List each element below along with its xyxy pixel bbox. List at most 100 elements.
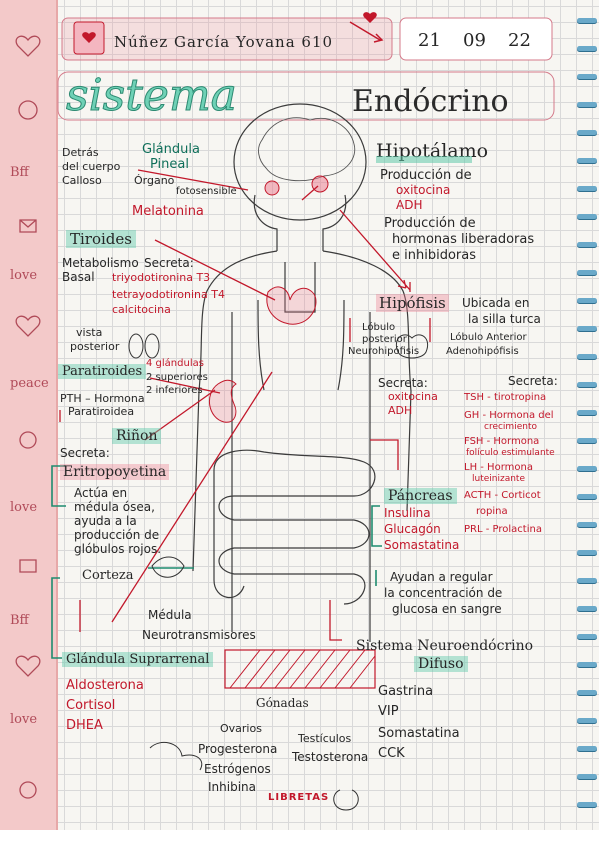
- testiculos-title: Testículos: [298, 732, 352, 745]
- ant-item-2-sub: crecimiento: [484, 422, 537, 432]
- tiroides-title: Tiroides: [66, 230, 136, 248]
- tiroides-item-3: calcitocina: [112, 303, 171, 316]
- vista-label-1: vista: [76, 326, 103, 339]
- suprarrenal-item-1: Aldosterona: [66, 678, 144, 693]
- hipotalamo-item-2-line-2: hormonas liberadoras: [392, 232, 535, 247]
- ant-item-2: GH - Hormona del: [464, 410, 554, 421]
- title-endocrino: Endócrino: [352, 84, 509, 119]
- tiroides-item-2: tetrayodotironina T4: [112, 288, 225, 301]
- pineal-name-2: Pineal: [150, 157, 189, 172]
- page-bottom-strip: [0, 830, 599, 848]
- ovarios-item-2: Estrógenos: [204, 762, 271, 776]
- suprarrenal-title: Glándula Suprarrenal: [62, 652, 214, 667]
- ant-item-3: FSH - Hormona: [464, 436, 540, 447]
- rinon-title: Riñon: [112, 428, 162, 444]
- spiral-binding: [573, 0, 599, 830]
- pineal-organ-1: Órgano: [134, 174, 175, 187]
- hipofisis-title: Hipófisis: [376, 294, 449, 312]
- notebook-page: Bff love peace love Bff love: [0, 0, 599, 830]
- margin-doodle: Bff: [10, 613, 29, 628]
- pineal-location-1: Detrás: [62, 146, 99, 159]
- pancreas-function-1: Ayudan a regular: [390, 570, 493, 584]
- pineal-hormone: Melatonina: [132, 204, 204, 219]
- rinon-hormone: Eritropoyetina: [60, 464, 170, 480]
- rinon-desc-1: Actúa en: [74, 486, 128, 500]
- medula-product: Neurotransmisores: [142, 628, 256, 642]
- hipotalamo-highlight: [376, 156, 472, 163]
- pancreas-item-1: Insulina: [384, 506, 431, 520]
- hipofisis-location-1: Ubicada en: [462, 296, 530, 310]
- rinon-secreta: Secreta:: [60, 446, 110, 460]
- post-item-1: oxitocina: [388, 390, 438, 403]
- medula-label: Médula: [148, 608, 192, 622]
- post-secreta: Secreta:: [378, 376, 428, 390]
- hipofisis-location-2: la silla turca: [468, 312, 541, 326]
- suprarrenal-item-2: Cortisol: [66, 698, 116, 713]
- ovarios-title: Ovarios: [220, 722, 262, 735]
- difuso-item-4: CCK: [378, 746, 405, 761]
- anatomy-drawing: [51, 12, 555, 811]
- margin-doodle: love: [10, 500, 38, 515]
- tiroides-metabolism: Metabolismo: [62, 256, 139, 270]
- hipotalamo-item-2-line-3: e inhibidoras: [392, 248, 476, 263]
- pancreas-item-3: Somastatina: [384, 538, 460, 552]
- corteza-label: Corteza: [82, 568, 134, 583]
- margin-doodle: love: [10, 268, 38, 283]
- difuso-item-1: Gastrina: [378, 684, 434, 699]
- ovarios-item-3: Inhibina: [208, 780, 256, 794]
- rinon-desc-2: médula ósea,: [74, 500, 155, 514]
- paratiroides-gland-3: 2 inferiores: [146, 385, 203, 396]
- margin-doodle: Bff: [10, 165, 29, 180]
- posterior-lobe-3: Neurohipófisis: [348, 346, 420, 357]
- paratiroides-gland-2: 2 superiores: [146, 372, 208, 383]
- suprarrenal-item-3: DHEA: [66, 718, 103, 733]
- gonadas-title: Gónadas: [256, 696, 309, 710]
- margin-hearts: [15, 35, 41, 799]
- pancreas-function-2: la concentración de: [384, 586, 503, 600]
- ant-secreta: Secreta:: [508, 374, 558, 388]
- pancreas-function-3: glucosa en sangre: [392, 602, 502, 616]
- margin-doodle: love: [10, 712, 38, 727]
- anterior-lobe-2: Adenohipófisis: [446, 346, 519, 357]
- hipotalamo-item-1: Producción de: [380, 168, 472, 183]
- pineal-organ-2: fotosensible: [176, 186, 237, 197]
- hipotalamo-item-2-line-1: Producción de: [384, 216, 476, 231]
- vista-label-2: posterior: [70, 340, 120, 353]
- difuso-item-2: VIP: [378, 704, 399, 719]
- margin-doodle: peace: [10, 376, 49, 391]
- ant-item-4: LH - Hormona: [464, 462, 533, 473]
- hipotalamo-sub-1: oxitocina: [396, 183, 451, 197]
- paratiroides-title: Paratiroides: [58, 364, 147, 379]
- anterior-lobe-1: Lóbulo Anterior: [450, 332, 527, 343]
- paratiroides-gland-1: 4 glándulas: [146, 358, 204, 369]
- posterior-lobe-1: Lóbulo: [362, 322, 396, 333]
- ant-item-5-sub: ropina: [476, 506, 508, 517]
- rinon-desc-5: glóbulos rojos.: [74, 542, 162, 556]
- pancreas-title: Páncreas: [384, 488, 457, 504]
- title-sistema: sistema: [66, 70, 238, 122]
- difuso-title-2: Difuso: [414, 656, 468, 672]
- testiculos-item-1: Testosterona: [292, 750, 369, 764]
- tiroides-secreta: Secreta:: [144, 256, 194, 270]
- pth-line-1: PTH – Hormona: [60, 392, 145, 405]
- pineal-location-2: del cuerpo: [62, 160, 121, 173]
- date-day: 21: [418, 30, 441, 51]
- ant-item-1: TSH - tirotropina: [464, 392, 547, 403]
- ovarios-item-1: Progesterona: [198, 742, 278, 756]
- ant-item-3-sub: folículo estimulante: [466, 448, 555, 458]
- difuso-item-3: Somastatina: [378, 726, 460, 741]
- tiroides-item-1: triyodotironina T3: [112, 271, 211, 284]
- hipotalamo-sub-2: ADH: [396, 198, 423, 212]
- rinon-desc-4: producción de: [74, 528, 160, 542]
- decorated-margin: Bff love peace love Bff love: [0, 0, 58, 830]
- post-item-2: ADH: [388, 404, 413, 417]
- pancreas-item-2: Glucagón: [384, 522, 441, 536]
- rinon-desc-3: ayuda a la: [74, 514, 137, 528]
- student-name: Núñez García Yovana 610: [114, 33, 334, 51]
- pineal-location-3: Calloso: [62, 174, 102, 187]
- difuso-title-1: Sistema Neuroendócrino: [356, 638, 534, 654]
- brand-logo: LIBRETAS: [268, 792, 330, 803]
- ant-item-6: PRL - Prolactina: [464, 524, 542, 535]
- ant-item-5: ACTH - Corticot: [464, 490, 541, 501]
- pineal-name-1: Glándula: [142, 142, 200, 157]
